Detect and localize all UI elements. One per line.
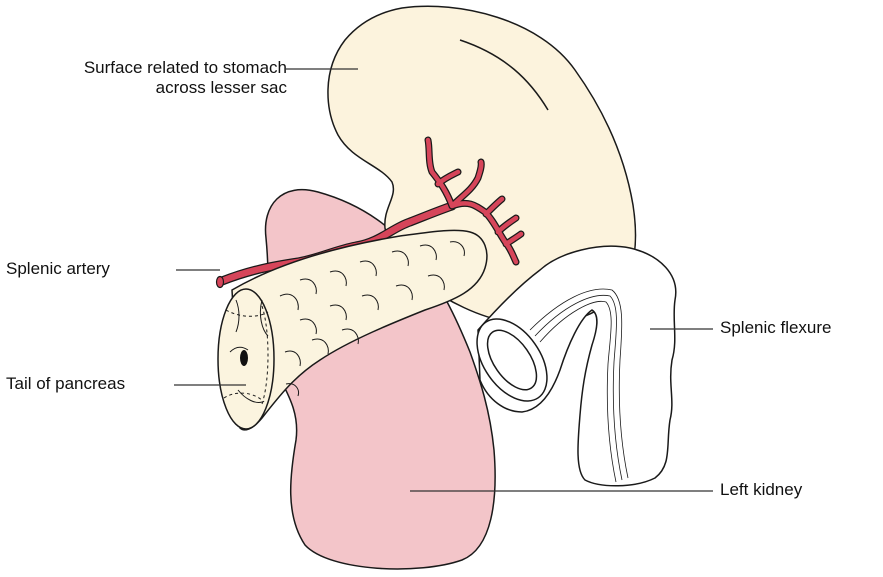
label-stomach-surface-line1: Surface related to stomach	[84, 58, 287, 78]
label-splenic-artery: Splenic artery	[6, 259, 110, 279]
label-stomach-surface-line2: across lesser sac	[84, 78, 287, 98]
label-stomach-surface: Surface related to stomach across lesser…	[84, 58, 287, 98]
label-splenic-flexure: Splenic flexure	[720, 318, 832, 338]
label-left-kidney: Left kidney	[720, 480, 802, 500]
pancreatic-duct	[240, 350, 248, 366]
label-tail-of-pancreas: Tail of pancreas	[6, 374, 125, 394]
